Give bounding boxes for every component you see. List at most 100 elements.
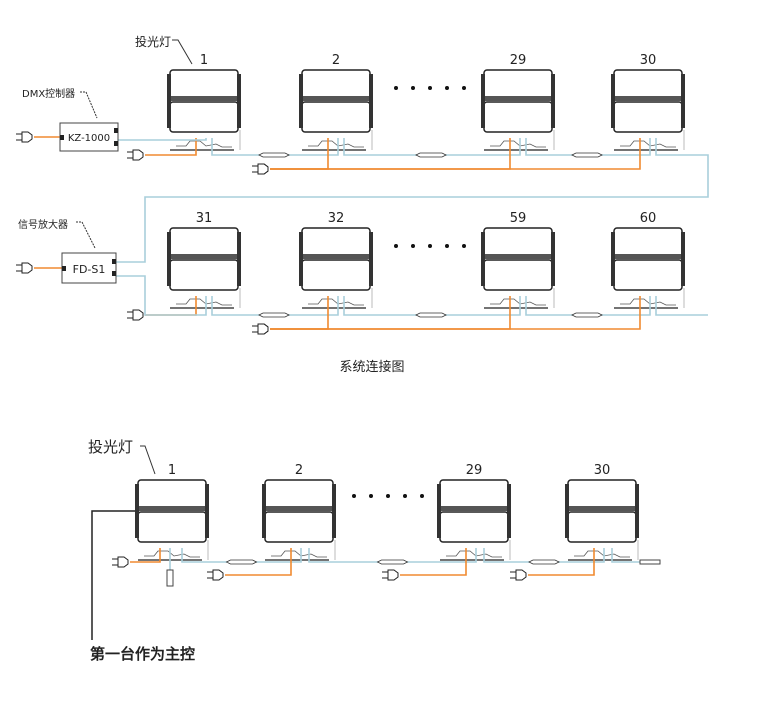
coupler-shape (376, 559, 409, 565)
power-plug-icon (127, 149, 144, 161)
continuation-dot (420, 494, 424, 498)
power-cable (145, 296, 197, 316)
lamp-side-left (565, 484, 569, 538)
master-note: 第一台作为主控 (90, 645, 195, 663)
controller-model: KZ-1000 (68, 133, 110, 144)
lamp-divider (484, 96, 552, 101)
cable-end-connector-icon (639, 559, 661, 565)
floodlight-b29: 29 (437, 463, 511, 561)
lamp-panel-lower (301, 101, 371, 133)
plug-shape (382, 569, 399, 581)
lamp-side-right (237, 232, 241, 286)
lamp-bracket (176, 140, 232, 148)
lamp-bracket (446, 550, 502, 558)
lamp-panel-lower (567, 511, 637, 543)
lamp-side-right (507, 484, 511, 538)
power-plug-icon (252, 323, 269, 335)
continuation-dot (411, 244, 415, 248)
continuation-dot (445, 244, 449, 248)
lamp-side-right (332, 484, 336, 538)
signal-cable-end (611, 548, 640, 563)
continuation-dot (394, 86, 398, 90)
lamp-panel-upper (483, 227, 553, 259)
power-plug-icon (127, 309, 144, 321)
continuation-dot (428, 86, 432, 90)
lamp-bracket (620, 140, 676, 148)
floodlight-leader-top (172, 39, 193, 65)
power-plug-icon (112, 556, 129, 568)
signal-cable (343, 138, 521, 156)
lamp-panel-upper (483, 69, 553, 101)
floodlight-2: 2 (299, 53, 373, 151)
lamp-divider (302, 96, 370, 101)
lamp-side-left (167, 74, 171, 128)
power-plug-icon (16, 131, 33, 143)
lamp-panel-upper (301, 69, 371, 101)
lamp-divider (170, 254, 238, 259)
power-cable (270, 296, 329, 330)
plug-shape (16, 131, 33, 143)
lamp-number: 29 (510, 53, 527, 68)
continuation-dot (352, 494, 356, 498)
lamp-side-left (481, 232, 485, 286)
cable-coupler-icon (415, 152, 447, 158)
lamp-side-left (299, 232, 303, 286)
lamp-number: 59 (510, 211, 527, 226)
lamp-side-right (369, 74, 373, 128)
lamp-panel-lower (439, 511, 509, 543)
master-leader-line (91, 510, 135, 640)
dmx-controller: KZ-1000 (59, 122, 119, 152)
lamp-divider (614, 96, 682, 101)
diagram-caption: 系统连接图 (339, 359, 404, 375)
lamp-bracket (176, 298, 232, 306)
power-cable (270, 138, 511, 170)
coupler-shape (258, 312, 290, 318)
floodlight-b30: 30 (565, 463, 639, 561)
lamp-side-right (681, 74, 685, 128)
lamp-divider (440, 506, 508, 511)
lamp-side-right (551, 74, 555, 128)
lamp-panel-upper (301, 227, 371, 259)
plug-shape (207, 569, 224, 581)
lamp-number: 2 (295, 463, 303, 478)
lamp-panel-upper (613, 227, 683, 259)
lamp-side-right (205, 484, 209, 538)
continuation-dot (403, 494, 407, 498)
floodlight-59: 59 (481, 211, 555, 309)
amplifier-label: 信号放大器 (18, 218, 68, 231)
coupler-shape (225, 559, 258, 565)
lamp-panel-upper (439, 479, 509, 511)
lamp-number: 32 (328, 211, 345, 226)
lamp-panel-lower (301, 259, 371, 291)
plug-shape (16, 262, 33, 274)
lamp-bracket (490, 140, 546, 148)
coupler-shape (415, 312, 447, 318)
lamp-divider (302, 254, 370, 259)
lamp-panel-lower (169, 101, 239, 133)
lamp-panel-upper (264, 479, 334, 511)
coupler-shape (415, 152, 447, 158)
signal-cable (211, 138, 339, 156)
signal-cable (211, 296, 339, 316)
coupler-shape (571, 312, 603, 318)
lamp-number: 29 (466, 463, 483, 478)
lamp-number: 30 (640, 53, 657, 68)
signal-amplifier: FD-S1 (61, 252, 117, 284)
plug-shape (127, 149, 144, 161)
continuation-dot (462, 86, 466, 90)
row-link-signal-cable (116, 138, 709, 263)
lamp-panel-upper (567, 479, 637, 511)
signal-cable-end (655, 296, 708, 316)
lamp-divider (484, 254, 552, 259)
lamp-side-left (135, 484, 139, 538)
power-cable (270, 296, 641, 330)
cable-coupler-icon (528, 559, 560, 565)
floodlight-label-bottom: 投光灯 (88, 438, 133, 456)
lamp-side-left (437, 484, 441, 538)
floodlight-1: 1 (167, 53, 241, 151)
signal-cable (343, 296, 521, 316)
continuation-dot (369, 494, 373, 498)
lamp-number: 30 (594, 463, 611, 478)
lamp-bracket (574, 550, 630, 558)
